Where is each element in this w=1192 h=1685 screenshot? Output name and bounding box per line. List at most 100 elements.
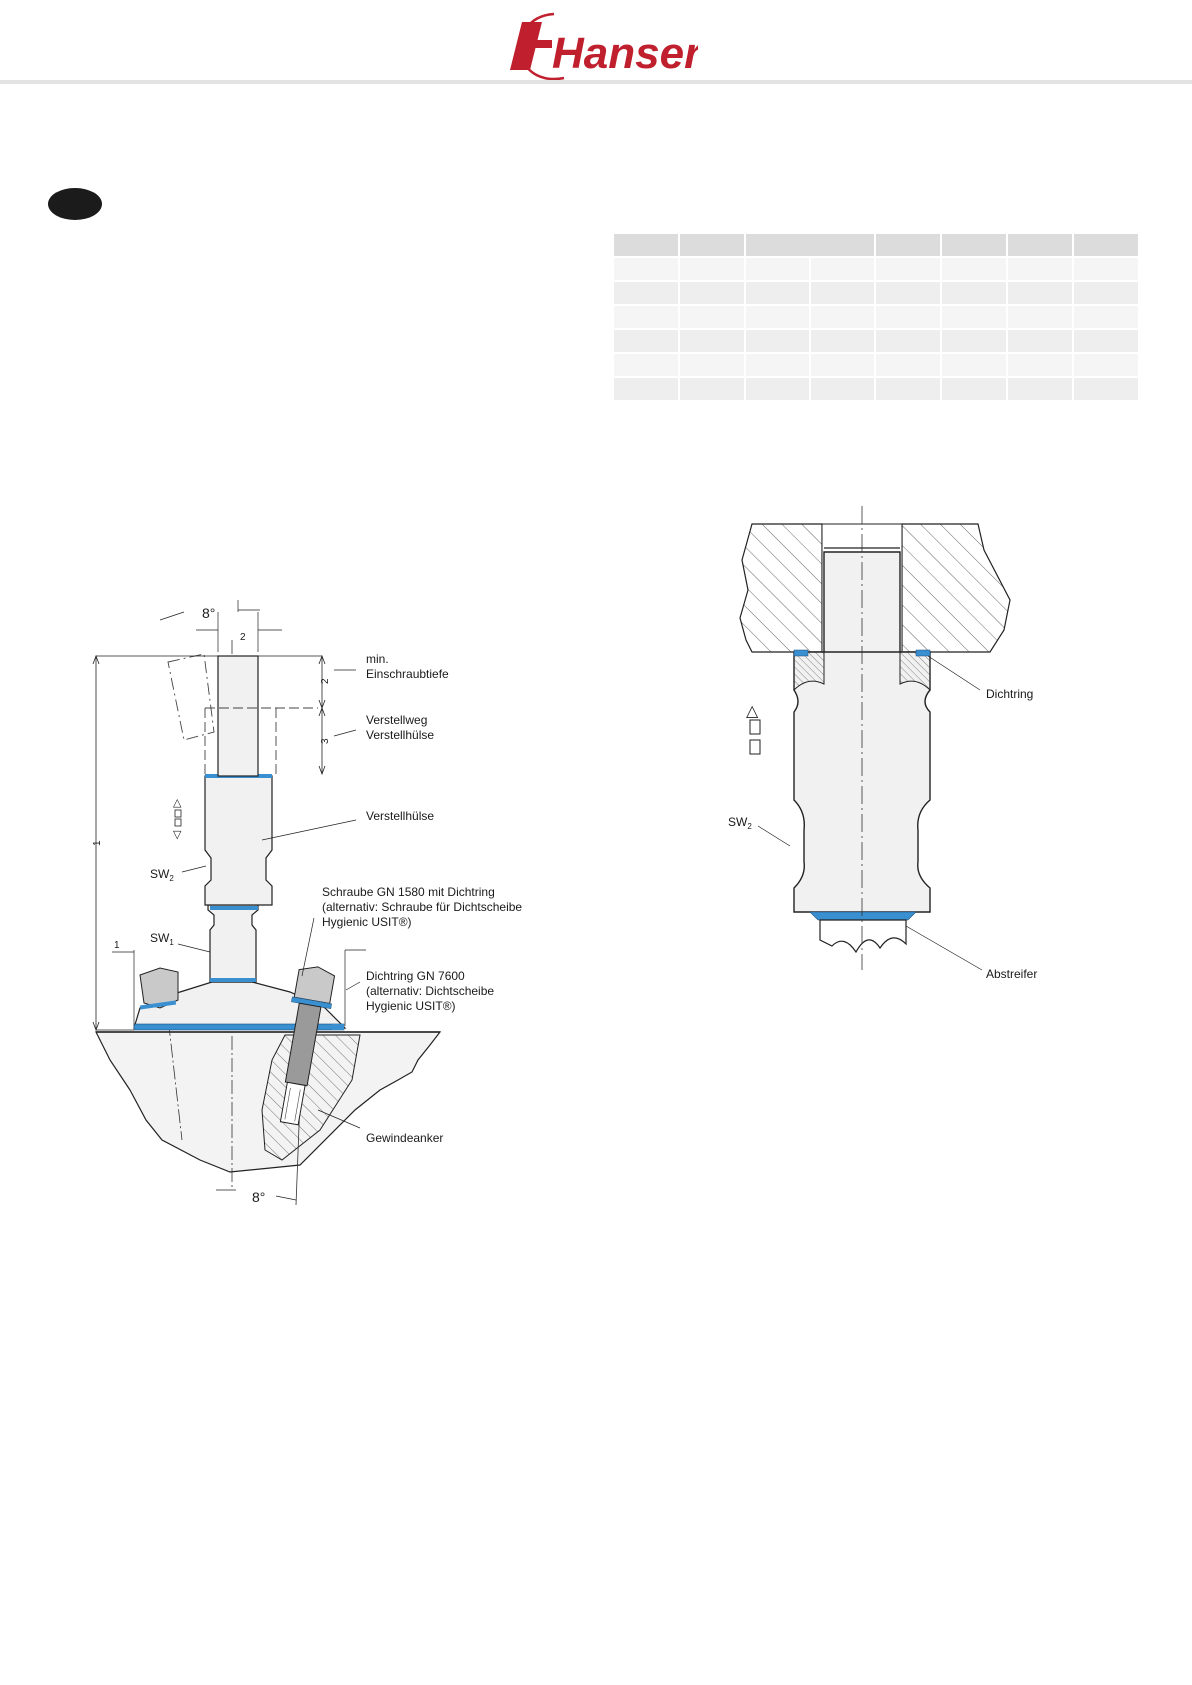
table-cell: [612, 280, 680, 306]
table-cell: [612, 352, 680, 378]
table-cell: [678, 280, 746, 306]
table-cell: [1006, 280, 1074, 306]
label-verstellweg: Verstellweg: [366, 713, 427, 727]
adjust-step-icon: [174, 809, 182, 818]
label-schraube-alt: (alternativ: Schraube für Dichtscheibe: [322, 900, 522, 914]
table-cell: [809, 328, 876, 354]
table-cell: [744, 376, 811, 402]
table-cell: [1006, 256, 1074, 282]
table-cell: [744, 304, 811, 330]
table-cell: [612, 328, 680, 354]
table-header-row: [612, 232, 1140, 258]
stem-seal-lower: [210, 978, 256, 982]
base-seal-right: [332, 1024, 344, 1030]
table-cell: [940, 232, 1008, 258]
table-cell: [1006, 352, 1074, 378]
label-schraube-usit: Hygienic USIT®): [322, 915, 412, 929]
table-cell: [612, 256, 680, 282]
label-dichtring-gn: Dichtring GN 7600: [366, 969, 465, 983]
table-cell: [612, 304, 680, 330]
table-cell: [1072, 256, 1140, 282]
table-row: [612, 304, 1140, 330]
table-cell: [744, 280, 811, 306]
dim-2-top-label: 2: [240, 632, 246, 643]
table-cell: [1072, 376, 1140, 402]
table-row: [612, 280, 1140, 306]
label-verstellweg-huelse: Verstellhülse: [366, 728, 434, 742]
table-cell: [744, 352, 811, 378]
table-row: [612, 256, 1140, 282]
dim-3-label: 3: [320, 738, 331, 744]
screw-seal-left: [139, 1000, 177, 1010]
abstreifer-seal: [809, 911, 917, 921]
table-cell: [809, 352, 876, 378]
adjust-up-arrow-icon: △: [173, 796, 182, 809]
table-cell: [940, 304, 1008, 330]
adjust-step-icon: [749, 739, 761, 755]
table-cell: [1072, 352, 1140, 378]
label-verstellhuelse: Verstellhülse: [366, 809, 434, 823]
threaded-pin: [217, 655, 259, 777]
adjustment-sleeve: [204, 775, 273, 906]
label-dichtring-detail: Dichtring: [986, 687, 1033, 701]
dim-1-label: 1: [92, 840, 103, 846]
table-cell: [678, 328, 746, 354]
adjust-step-icon: [174, 818, 182, 827]
housing-left: [739, 523, 823, 653]
label-abstreifer: Abstreifer: [986, 967, 1037, 980]
stem-stub: [819, 919, 907, 954]
table-cell: [1072, 232, 1140, 258]
wiper-detail-drawing: △ Dichtring SW2 Abstreifer: [728, 506, 1037, 980]
table-cell: [612, 376, 680, 402]
table-cell: [940, 328, 1008, 354]
label-gewindeanker: Gewindeanker: [366, 1131, 443, 1145]
label-einschraubtiefe: Einschraubtiefe: [366, 667, 449, 681]
table-cell: [874, 352, 942, 378]
table-cell: [1072, 304, 1140, 330]
table-row: [612, 328, 1140, 354]
table-cell: [1072, 328, 1140, 354]
table-cell: [874, 304, 942, 330]
label-sw2-detail: SW2: [728, 815, 752, 831]
table-cell: [1006, 232, 1074, 258]
table-cell: [612, 232, 680, 258]
table-cell: [940, 352, 1008, 378]
label-sw1: SW1: [150, 931, 174, 947]
table-cell: [940, 376, 1008, 402]
page-header: Hanser: [0, 0, 1192, 86]
label-sw2: SW2: [150, 867, 174, 883]
tilt-ghost-outline: [167, 653, 215, 741]
table-cell: [874, 376, 942, 402]
housing-right: [901, 523, 1011, 653]
adjust-up-arrow-icon: △: [746, 701, 759, 720]
table-cell: [1006, 328, 1074, 354]
table-cell: [874, 280, 942, 306]
hanser-logo: Hanser: [510, 12, 698, 81]
label-dichtring-usit: Hygienic USIT®): [366, 999, 456, 1013]
table-row: [612, 376, 1140, 402]
header-divider: [0, 80, 1192, 84]
table-cell: [874, 256, 942, 282]
label-dichtring-alt: (alternativ: Dichtscheibe: [366, 984, 494, 998]
table-cell: [809, 256, 876, 282]
dichtring-seal-right: [915, 649, 931, 657]
thread-anchor-section: [261, 1034, 361, 1161]
label-min: min.: [366, 652, 389, 666]
table-cell: [809, 376, 876, 402]
table-cell: [809, 280, 876, 306]
table-cell: [744, 256, 811, 282]
table-cell: [940, 256, 1008, 282]
adjust-down-arrow-icon: ▽: [173, 828, 182, 841]
table-cell: [678, 232, 746, 258]
table-row: [612, 352, 1140, 378]
dim-1-small-label: 1: [114, 940, 120, 951]
screw-head-left: [139, 967, 179, 1009]
table-cell: [678, 304, 746, 330]
table-cell: [678, 256, 746, 282]
stem-lower: [207, 904, 259, 983]
dim-2-vertical-label: 2: [320, 678, 331, 684]
table-cell: [678, 352, 746, 378]
table-cell: [1006, 376, 1074, 402]
label-schraube: Schraube GN 1580 mit Dichtring: [322, 885, 495, 899]
table-cell: [744, 328, 811, 354]
